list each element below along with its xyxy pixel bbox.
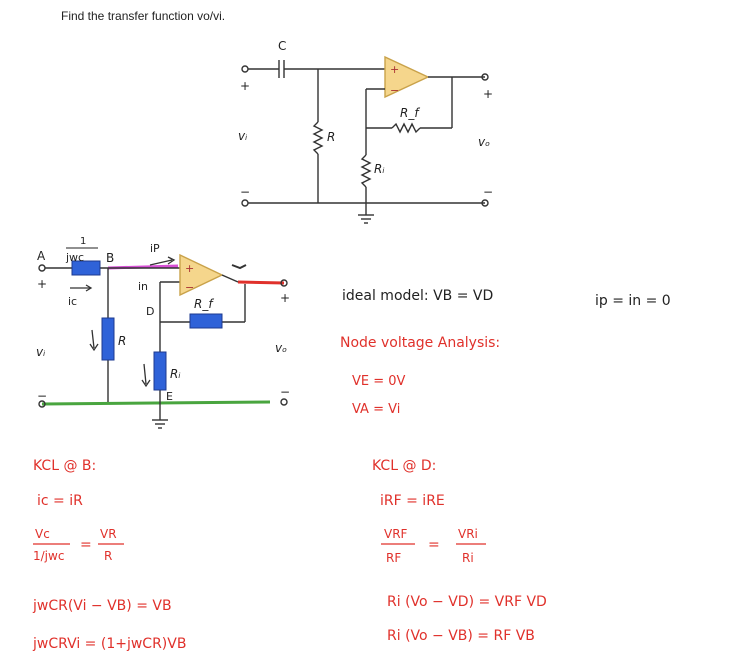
arrow-iRi bbox=[141, 363, 151, 388]
opamp-annot-minus: − bbox=[185, 281, 194, 294]
red-output-wire bbox=[237, 280, 285, 285]
label-D: D bbox=[146, 305, 154, 318]
arrow-iR bbox=[89, 329, 99, 352]
resistor-Ri bbox=[360, 154, 372, 188]
kcl-d-title: KCL @ D: bbox=[372, 458, 436, 474]
kcl-d-frac1-num: VRF bbox=[384, 527, 408, 541]
kcl-d-block: KCL @ D: iRF = iRE VRF RF = VRi Ri Ri (V… bbox=[372, 458, 547, 644]
note-ip-in: ip = in = 0 bbox=[595, 293, 671, 309]
kcl-b-frac2-num: VR bbox=[100, 527, 117, 541]
kcl-d-frac2-num: VRi bbox=[458, 527, 478, 541]
kcl-d-line4: Ri (Vo − VB) = RF VB bbox=[387, 628, 535, 644]
kcl-b-frac1-num: Vc bbox=[35, 527, 50, 541]
kcl-b-line4: jwCRVi = (1+jwCR)VB bbox=[32, 636, 186, 652]
label-Rf-annot: R_f bbox=[194, 297, 214, 311]
note-ve: VE = 0V bbox=[352, 374, 406, 389]
label-vo: vₒ bbox=[478, 135, 490, 149]
label-plus-out: + bbox=[483, 87, 493, 101]
label-R: R bbox=[327, 130, 335, 144]
kcl-b-title: KCL @ B: bbox=[33, 458, 96, 474]
kcl-b-line1: ic = iR bbox=[37, 493, 83, 509]
resistor-Rf-scribble bbox=[189, 313, 223, 329]
label-A: A bbox=[37, 249, 46, 263]
resistor-R bbox=[312, 121, 324, 155]
label-Ri: Rᵢ bbox=[374, 162, 384, 176]
label-minus-out-annot: − bbox=[280, 385, 290, 399]
problem-prompt: Find the transfer function vo/vi. bbox=[61, 9, 226, 23]
label-minus-out: − bbox=[483, 185, 493, 199]
opamp-annot-plus: + bbox=[185, 262, 194, 275]
resistor-Rf bbox=[391, 122, 421, 134]
label-vo-annot: vₒ bbox=[275, 341, 287, 355]
top-circuit bbox=[241, 55, 489, 224]
label-Ri-annot: Rᵢ bbox=[170, 367, 180, 381]
capacitor-scribble bbox=[71, 260, 101, 276]
label-ip: iP bbox=[150, 242, 160, 255]
annotated-circuit bbox=[38, 253, 288, 429]
resistor-Ri-scribble bbox=[153, 351, 167, 391]
opamp-plus-sign: + bbox=[390, 63, 399, 76]
kcl-b-line3: jwCR(Vi − VB) = VB bbox=[32, 598, 172, 614]
kcl-b-eq: = bbox=[80, 537, 92, 553]
input-terminal-bottom bbox=[241, 199, 249, 207]
label-minus-in: − bbox=[240, 185, 250, 199]
label-jwc-den: jwc bbox=[65, 251, 84, 264]
kcl-d-frac1-den: RF bbox=[386, 551, 401, 565]
kcl-b-frac1-den: 1/jwc bbox=[33, 549, 64, 563]
opamp-annotated bbox=[179, 253, 224, 297]
label-B: B bbox=[106, 251, 114, 265]
input-terminal-top bbox=[241, 65, 249, 73]
kcl-d-eq: = bbox=[428, 537, 440, 553]
label-plus-in: + bbox=[240, 79, 250, 93]
opamp-minus-sign: − bbox=[390, 84, 399, 97]
label-Rf: R_f bbox=[400, 106, 420, 120]
label-C: C bbox=[278, 39, 286, 53]
label-jwc-num: 1 bbox=[80, 236, 86, 247]
label-in: in bbox=[138, 280, 148, 293]
label-R-annot: R bbox=[118, 334, 126, 348]
kcl-b-frac2-den: R bbox=[104, 549, 112, 563]
note-ideal-model: ideal model: VB = VD bbox=[342, 288, 493, 304]
output-terminal-bottom bbox=[481, 199, 489, 207]
note-node-voltage: Node voltage Analysis: bbox=[340, 335, 500, 351]
label-E: E bbox=[166, 390, 173, 403]
label-vi-annot: vᵢ bbox=[36, 345, 45, 359]
label-ic: ic bbox=[68, 295, 77, 308]
kcl-d-frac2-den: Ri bbox=[462, 551, 474, 565]
note-va: VA = Vi bbox=[352, 402, 400, 417]
label-plus-in-annot: + bbox=[37, 277, 47, 291]
green-ground-rail bbox=[41, 400, 271, 406]
kcl-b-block: KCL @ B: ic = iR Vc 1/jwc = VR R jwCR(Vi… bbox=[32, 458, 186, 652]
kcl-d-line1: iRF = iRE bbox=[380, 493, 445, 509]
label-vi: vᵢ bbox=[238, 129, 247, 143]
resistor-R-scribble bbox=[101, 317, 115, 361]
output-terminal-top bbox=[481, 73, 489, 81]
label-plus-out-annot: + bbox=[280, 291, 290, 305]
label-minus-in-annot: − bbox=[37, 389, 47, 403]
opamp-top bbox=[384, 55, 430, 99]
kcl-d-line3: Ri (Vo − VD) = VRF VD bbox=[387, 594, 547, 610]
